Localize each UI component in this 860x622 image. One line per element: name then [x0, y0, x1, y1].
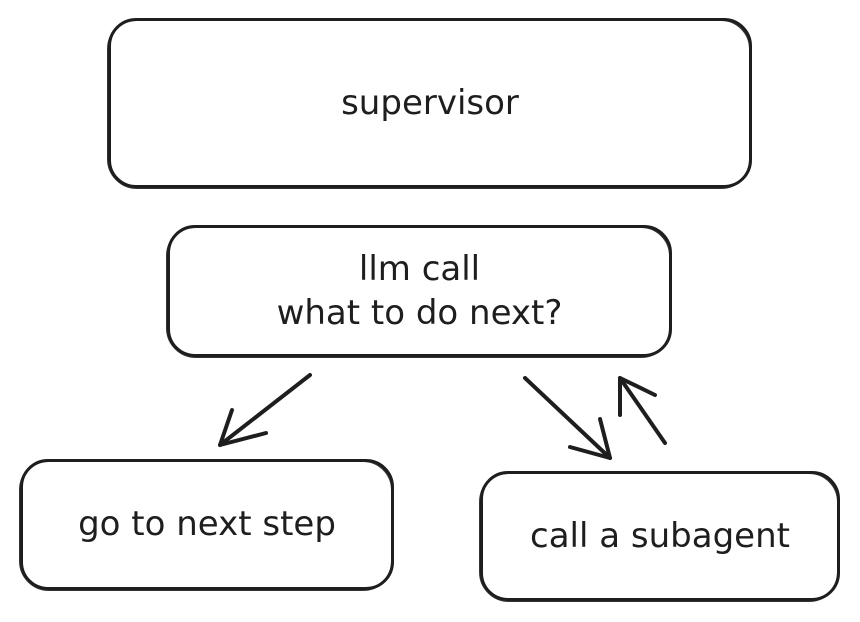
arrow-llm-to-next-step	[218, 373, 312, 447]
subagent-label: call a subagent	[530, 515, 790, 556]
llm-call-label: llm call what to do next?	[276, 248, 563, 333]
supervisor-node: supervisor	[107, 18, 752, 189]
next-step-label: go to next step	[78, 504, 336, 545]
arrow-subagent-to-llm	[618, 376, 667, 445]
arrow-llm-to-subagent	[523, 376, 612, 460]
llm-call-node: llm call what to do next?	[166, 225, 672, 358]
subagent-node: call a subagent	[479, 471, 840, 602]
supervisor-label: supervisor	[341, 82, 519, 123]
next-step-node: go to next step	[19, 459, 394, 591]
